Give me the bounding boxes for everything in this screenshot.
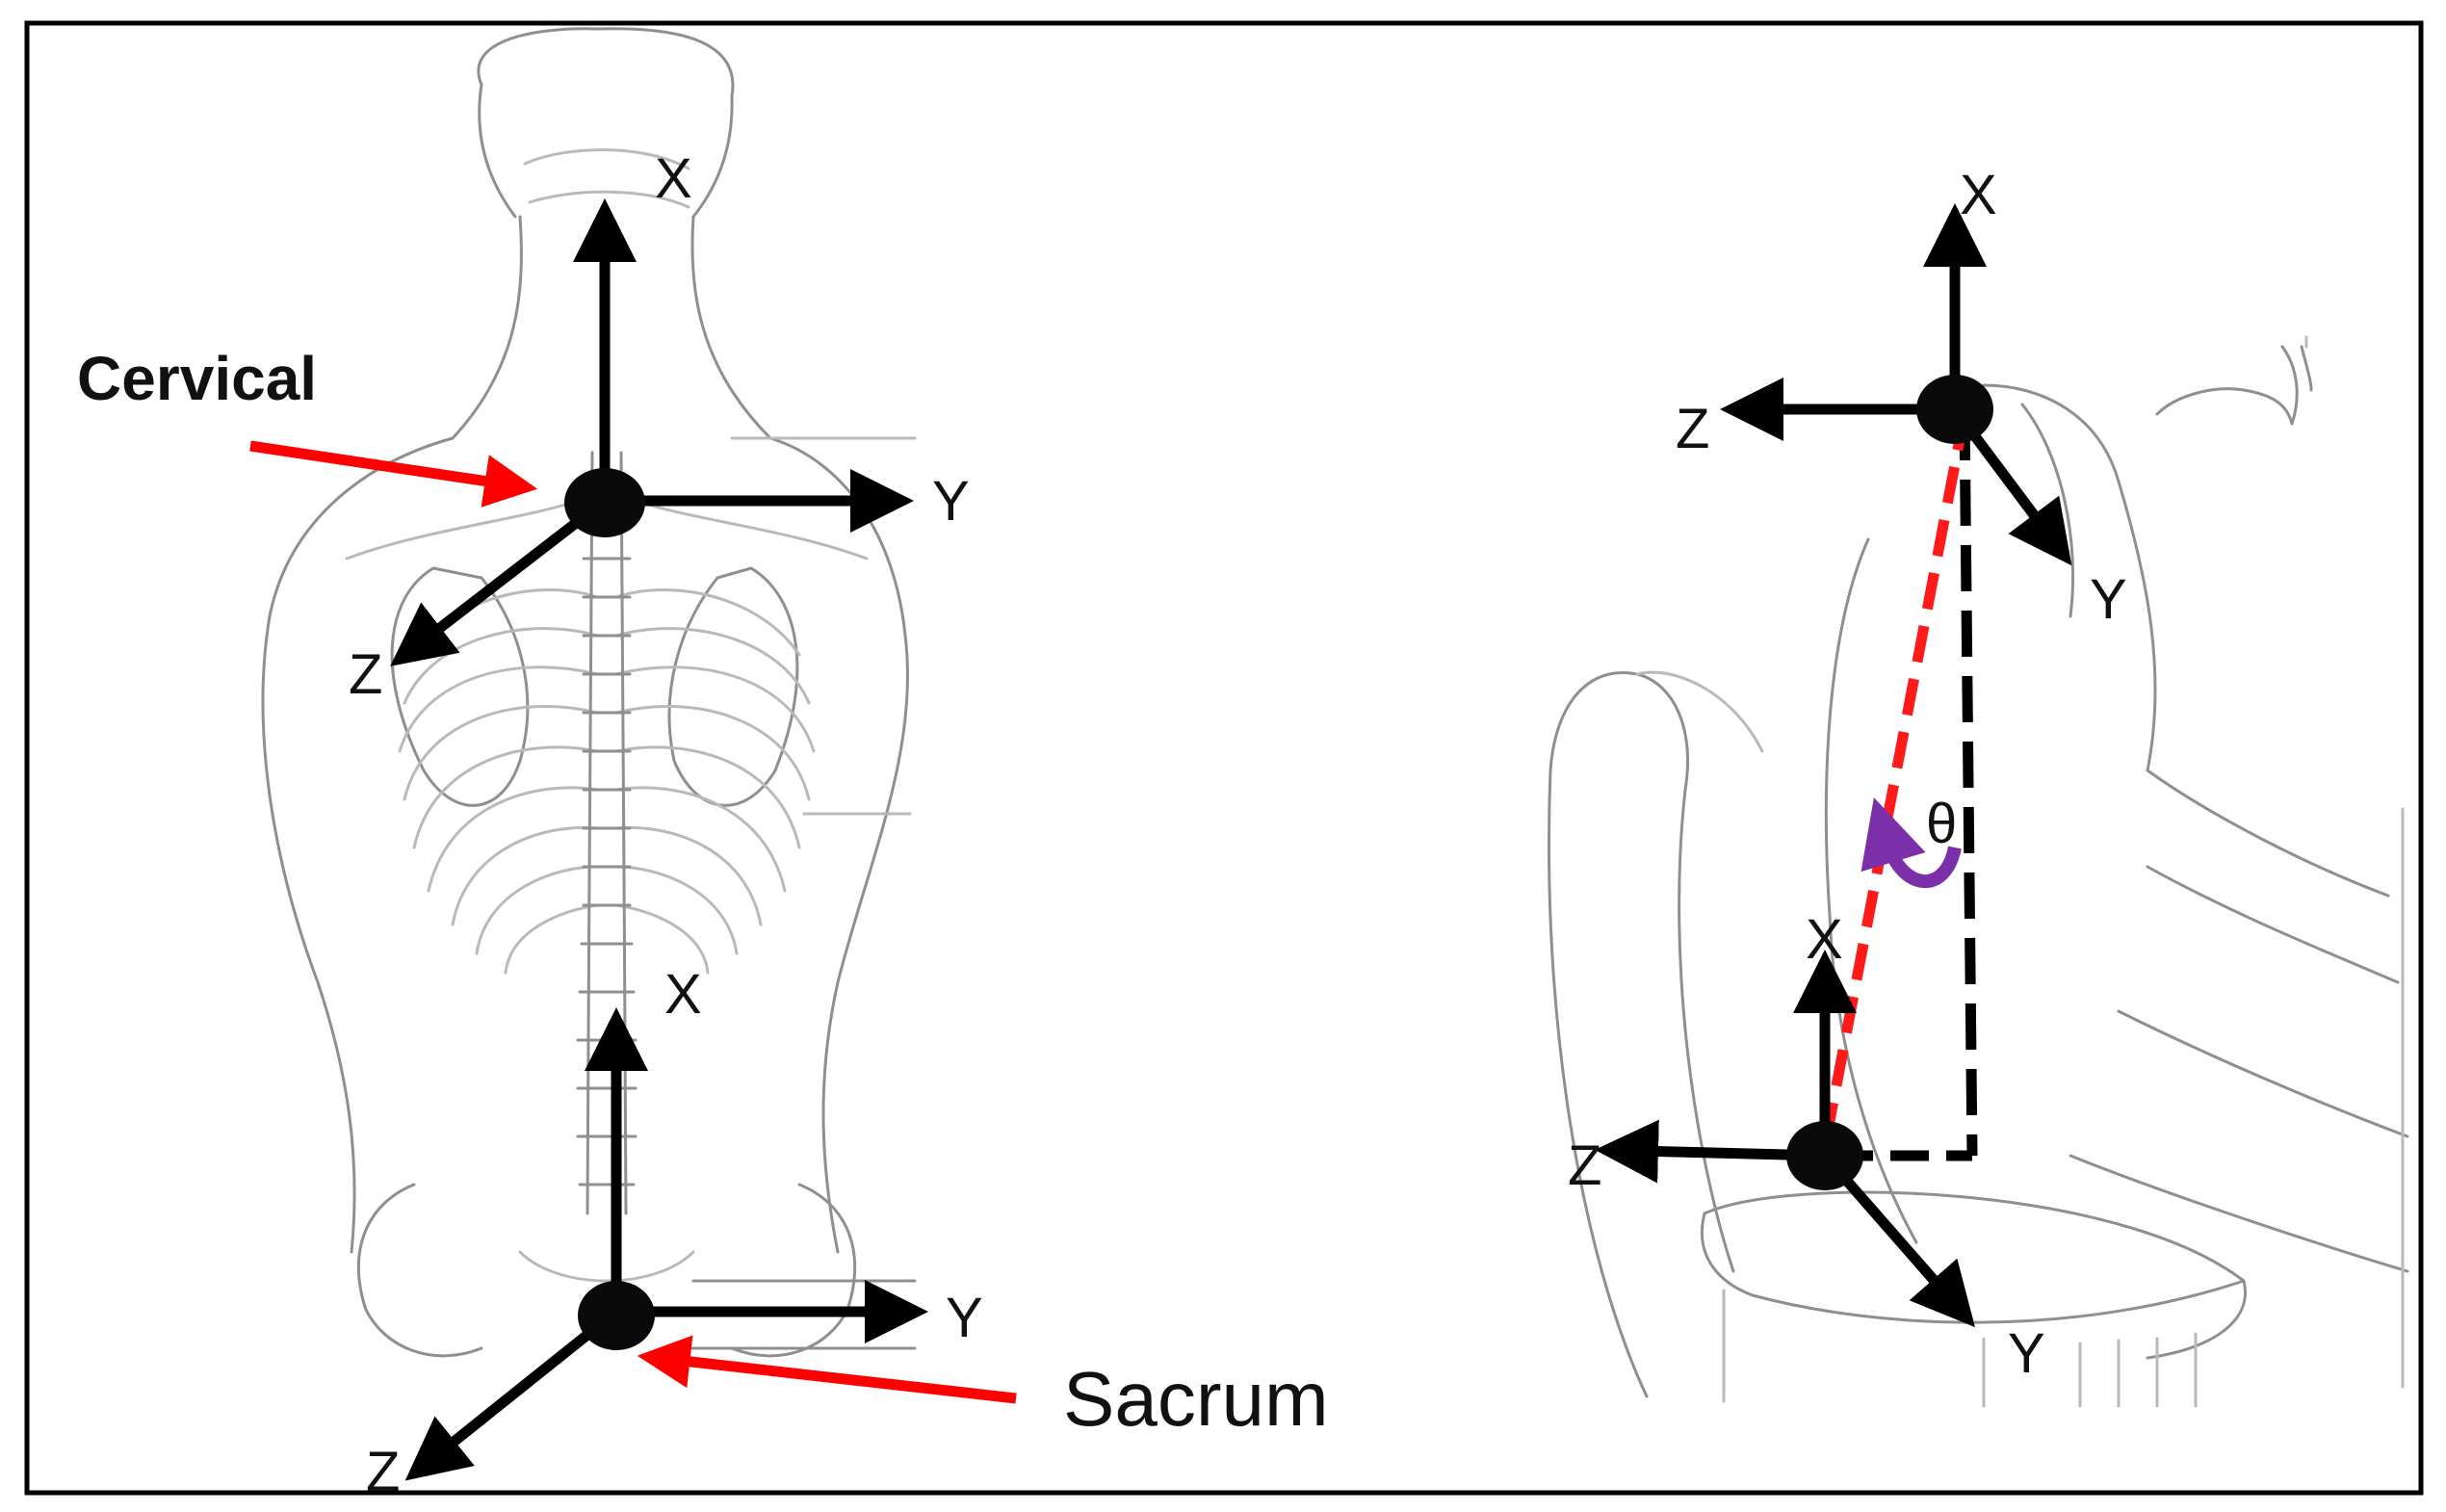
- lower-z-label: Z: [1568, 1134, 1601, 1197]
- cervical-y-label: Y: [932, 470, 970, 533]
- upper-sensor-axes: X Z Y: [1676, 164, 2127, 631]
- sacrum-label: Sacrum: [1063, 1356, 1329, 1442]
- lower-y-label: Y: [2008, 1322, 2045, 1385]
- sacrum-z-label: Z: [366, 1441, 400, 1503]
- cervical-sensor-dot: [564, 468, 645, 537]
- cervical-red-arrow: [249, 440, 538, 508]
- upper-z-label: Z: [1676, 398, 1709, 460]
- lower-sensor-axes: X Z Y: [1568, 908, 2045, 1385]
- figure-frame: [24, 20, 2424, 1496]
- sacrum-x-label: X: [664, 963, 702, 1026]
- cervical-x-label: X: [655, 147, 692, 210]
- lower-sensor-dot: [1786, 1121, 1863, 1190]
- sacrum-y-label: Y: [946, 1287, 983, 1349]
- cervical-pointer: Cervical: [77, 344, 538, 508]
- seated-person-illustration: [1548, 335, 2409, 1408]
- red-dashed-trunk-line: [1819, 412, 1970, 1148]
- sacrum-pointer: Sacrum: [637, 1335, 1329, 1442]
- theta-label: θ: [1926, 793, 1957, 855]
- upper-x-label: X: [1960, 164, 1997, 226]
- theta-arc-marker: [1861, 797, 1962, 889]
- cervical-z-label: Z: [349, 643, 382, 706]
- sacrum-red-arrow: [637, 1335, 1017, 1404]
- sacrum-axes: X Y Z: [366, 963, 983, 1503]
- skeleton-back-illustration: [261, 27, 917, 1358]
- upper-y-label: Y: [2090, 568, 2127, 631]
- sacrum-sensor-dot: [578, 1281, 655, 1350]
- cervical-label: Cervical: [77, 344, 317, 413]
- trunk-angle-construction: θ: [1819, 412, 1978, 1161]
- black-dashed-vertical: [1959, 413, 1978, 1157]
- cervical-axes: X Y Z: [349, 147, 970, 706]
- upper-sensor-dot: [1916, 375, 1993, 444]
- lower-x-label: X: [1806, 908, 1843, 971]
